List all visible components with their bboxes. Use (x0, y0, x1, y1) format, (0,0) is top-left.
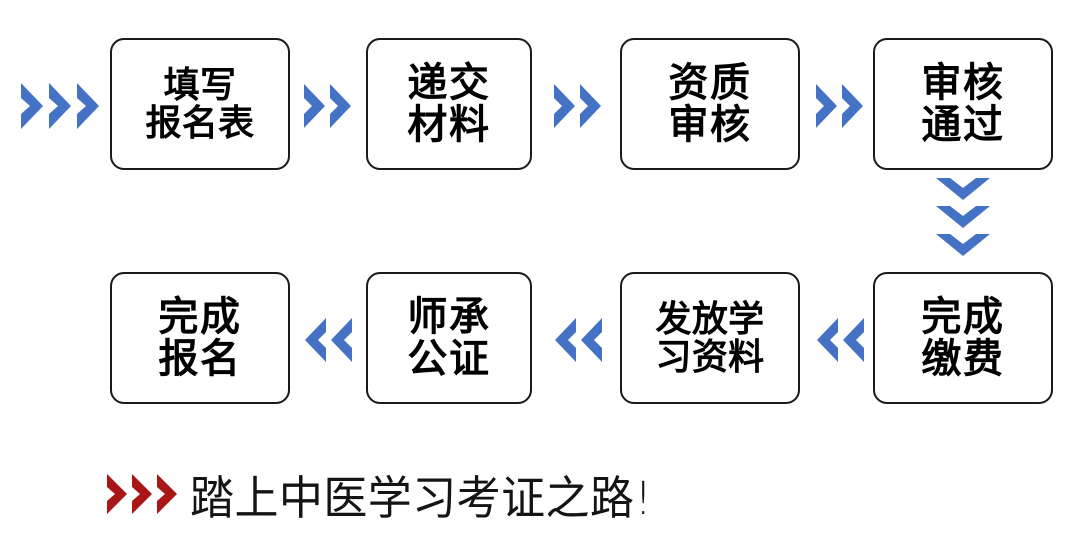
chevron-down-icon (934, 176, 992, 204)
caption-text: 踏上中医学习考证之路! (190, 472, 653, 526)
chevron-right-icon (75, 81, 103, 131)
flow-step-box-7[interactable]: 师承 公证 (366, 272, 532, 404)
flow-step-1-line2: 报名表 (145, 102, 255, 144)
flow-step-box-1[interactable]: 填写 报名表 (110, 38, 290, 170)
chevron-right-icon (578, 82, 604, 130)
connector-double-chevron-right-1 (300, 82, 356, 130)
chevron-left-icon (552, 316, 578, 364)
chevron-left-icon (814, 316, 840, 364)
flow-step-5-line2: 缴费 (921, 335, 1005, 382)
flow-step-1-line1: 填写 (163, 63, 237, 106)
connector-double-chevron-right-3 (812, 82, 868, 130)
flow-step-3-line1: 资质 (668, 58, 752, 106)
caption-triple-chevron-right-icon (105, 472, 180, 516)
turn-triple-chevron-down-icon (932, 176, 994, 260)
flow-step-7-line1: 师承 (407, 292, 491, 340)
connector-double-chevron-left-3 (812, 316, 868, 364)
chevron-right-icon (130, 472, 155, 516)
flow-step-8-line2: 报名 (158, 335, 242, 382)
connector-double-chevron-right-2 (550, 82, 606, 130)
chevron-right-icon (302, 82, 328, 130)
flow-step-box-4[interactable]: 审核 通过 (873, 38, 1053, 170)
flow-step-7-line2: 公证 (407, 335, 491, 382)
flow-step-4-line2: 通过 (921, 101, 1005, 148)
chevron-down-icon (934, 204, 992, 232)
flow-step-2-line2: 材料 (407, 101, 491, 148)
flow-step-box-5[interactable]: 完成 缴费 (873, 272, 1053, 404)
chevron-right-icon (47, 81, 75, 131)
flow-step-2-line1: 递交 (407, 58, 491, 106)
connector-double-chevron-left-1 (300, 316, 356, 364)
chevron-right-icon (155, 472, 180, 516)
flow-step-4-line1: 审核 (921, 58, 1005, 106)
caption-row: 踏上中医学习考证之路! (105, 462, 652, 526)
flow-step-6-line2: 习资料 (655, 336, 765, 378)
chevron-right-icon (814, 82, 840, 130)
chevron-left-icon (578, 316, 604, 364)
chevron-right-icon (552, 82, 578, 130)
chevron-right-icon (105, 472, 130, 516)
flow-step-5-line1: 完成 (921, 292, 1005, 340)
flow-step-box-6[interactable]: 发放学 习资料 (620, 272, 800, 404)
chevron-left-icon (328, 316, 354, 364)
chevron-right-icon (19, 81, 47, 131)
chevron-right-icon (328, 82, 354, 130)
chevron-left-icon (302, 316, 328, 364)
chevron-down-icon (934, 232, 992, 260)
chevron-right-icon (840, 82, 866, 130)
flow-step-box-3[interactable]: 资质 审核 (620, 38, 800, 170)
flow-step-box-8[interactable]: 完成 报名 (110, 272, 290, 404)
chevron-left-icon (840, 316, 866, 364)
flow-step-box-2[interactable]: 递交 材料 (366, 38, 532, 170)
flow-step-8-line1: 完成 (158, 292, 242, 340)
flow-step-6-line1: 发放学 (655, 297, 765, 340)
connector-double-chevron-left-2 (550, 316, 606, 364)
flow-step-3-line2: 审核 (668, 101, 752, 148)
lead-triple-chevron-right-icon (18, 80, 104, 132)
